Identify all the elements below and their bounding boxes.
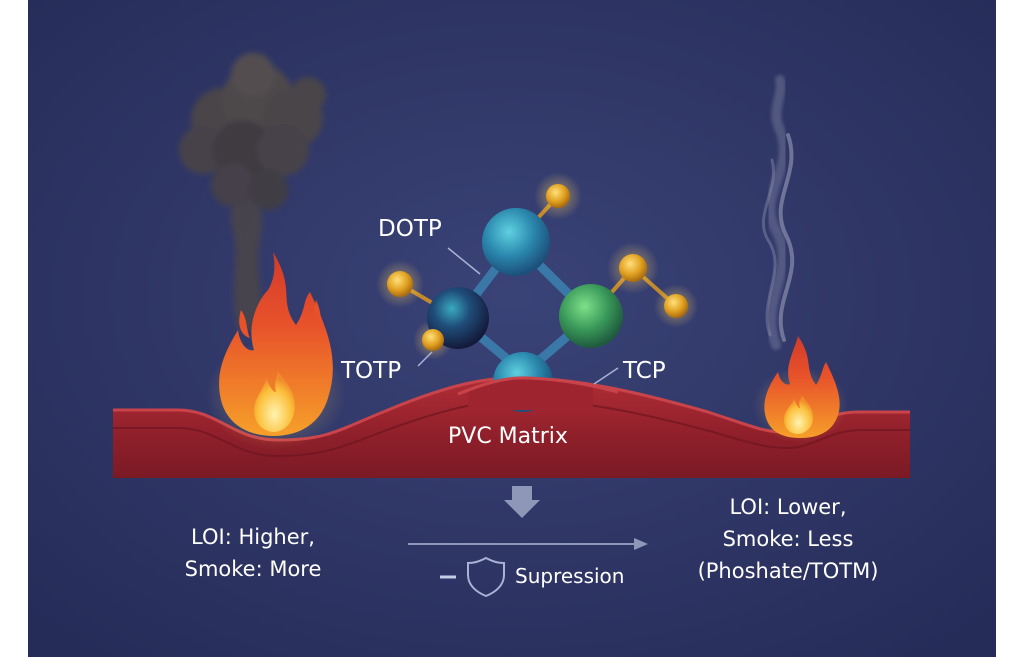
- shield-icon: [467, 556, 505, 598]
- label-pvc-matrix: PVC Matrix: [448, 424, 568, 449]
- label-leader-lines: [417, 247, 619, 385]
- atom-tcp-core: [559, 284, 623, 348]
- atom-totp-core: [427, 287, 489, 349]
- plasticizer-molecule: [376, 172, 698, 412]
- light-smoke-wisp: [761, 75, 795, 350]
- right-arrow-icon: [408, 538, 648, 550]
- heavy-smoke-cloud: [179, 53, 326, 330]
- large-flame-icon: [206, 252, 346, 450]
- atom-gold: [664, 294, 688, 318]
- small-flame-icon: [752, 336, 848, 443]
- diagram-graphics: [28, 0, 996, 657]
- label-tcp: TCP: [623, 358, 666, 384]
- left-smoke: Smoke: More: [184, 557, 322, 581]
- label-totp: TOTP: [341, 358, 402, 384]
- atom-gold: [619, 254, 647, 282]
- matrix-hump-overlay: [468, 377, 593, 410]
- right-additives: (Phoshate/TOTM): [697, 559, 879, 583]
- matrix-hump-edge: [457, 376, 619, 396]
- right-loi: LOI: Lower,: [729, 495, 847, 519]
- down-arrow-icon: [504, 486, 540, 518]
- atom-gold: [546, 184, 570, 208]
- left-loi: LOI: Higher,: [191, 525, 315, 549]
- left-result-text: LOI: Higher, Smoke: More: [168, 521, 338, 585]
- label-dotp: DOTP: [378, 216, 442, 242]
- atom-gold: [387, 271, 413, 297]
- background: [28, 0, 996, 657]
- atom-dotp-core: [482, 208, 550, 276]
- atom-gold: [422, 329, 444, 351]
- right-smoke: Smoke: Less: [722, 527, 854, 551]
- suppression-label: Supression: [515, 564, 625, 588]
- diagram-canvas: DOTP TOTP TCP PVC Matrix LOI: Higher, Sm…: [28, 0, 996, 657]
- right-result-text: LOI: Lower, Smoke: Less (Phoshate/TOTM): [683, 491, 893, 587]
